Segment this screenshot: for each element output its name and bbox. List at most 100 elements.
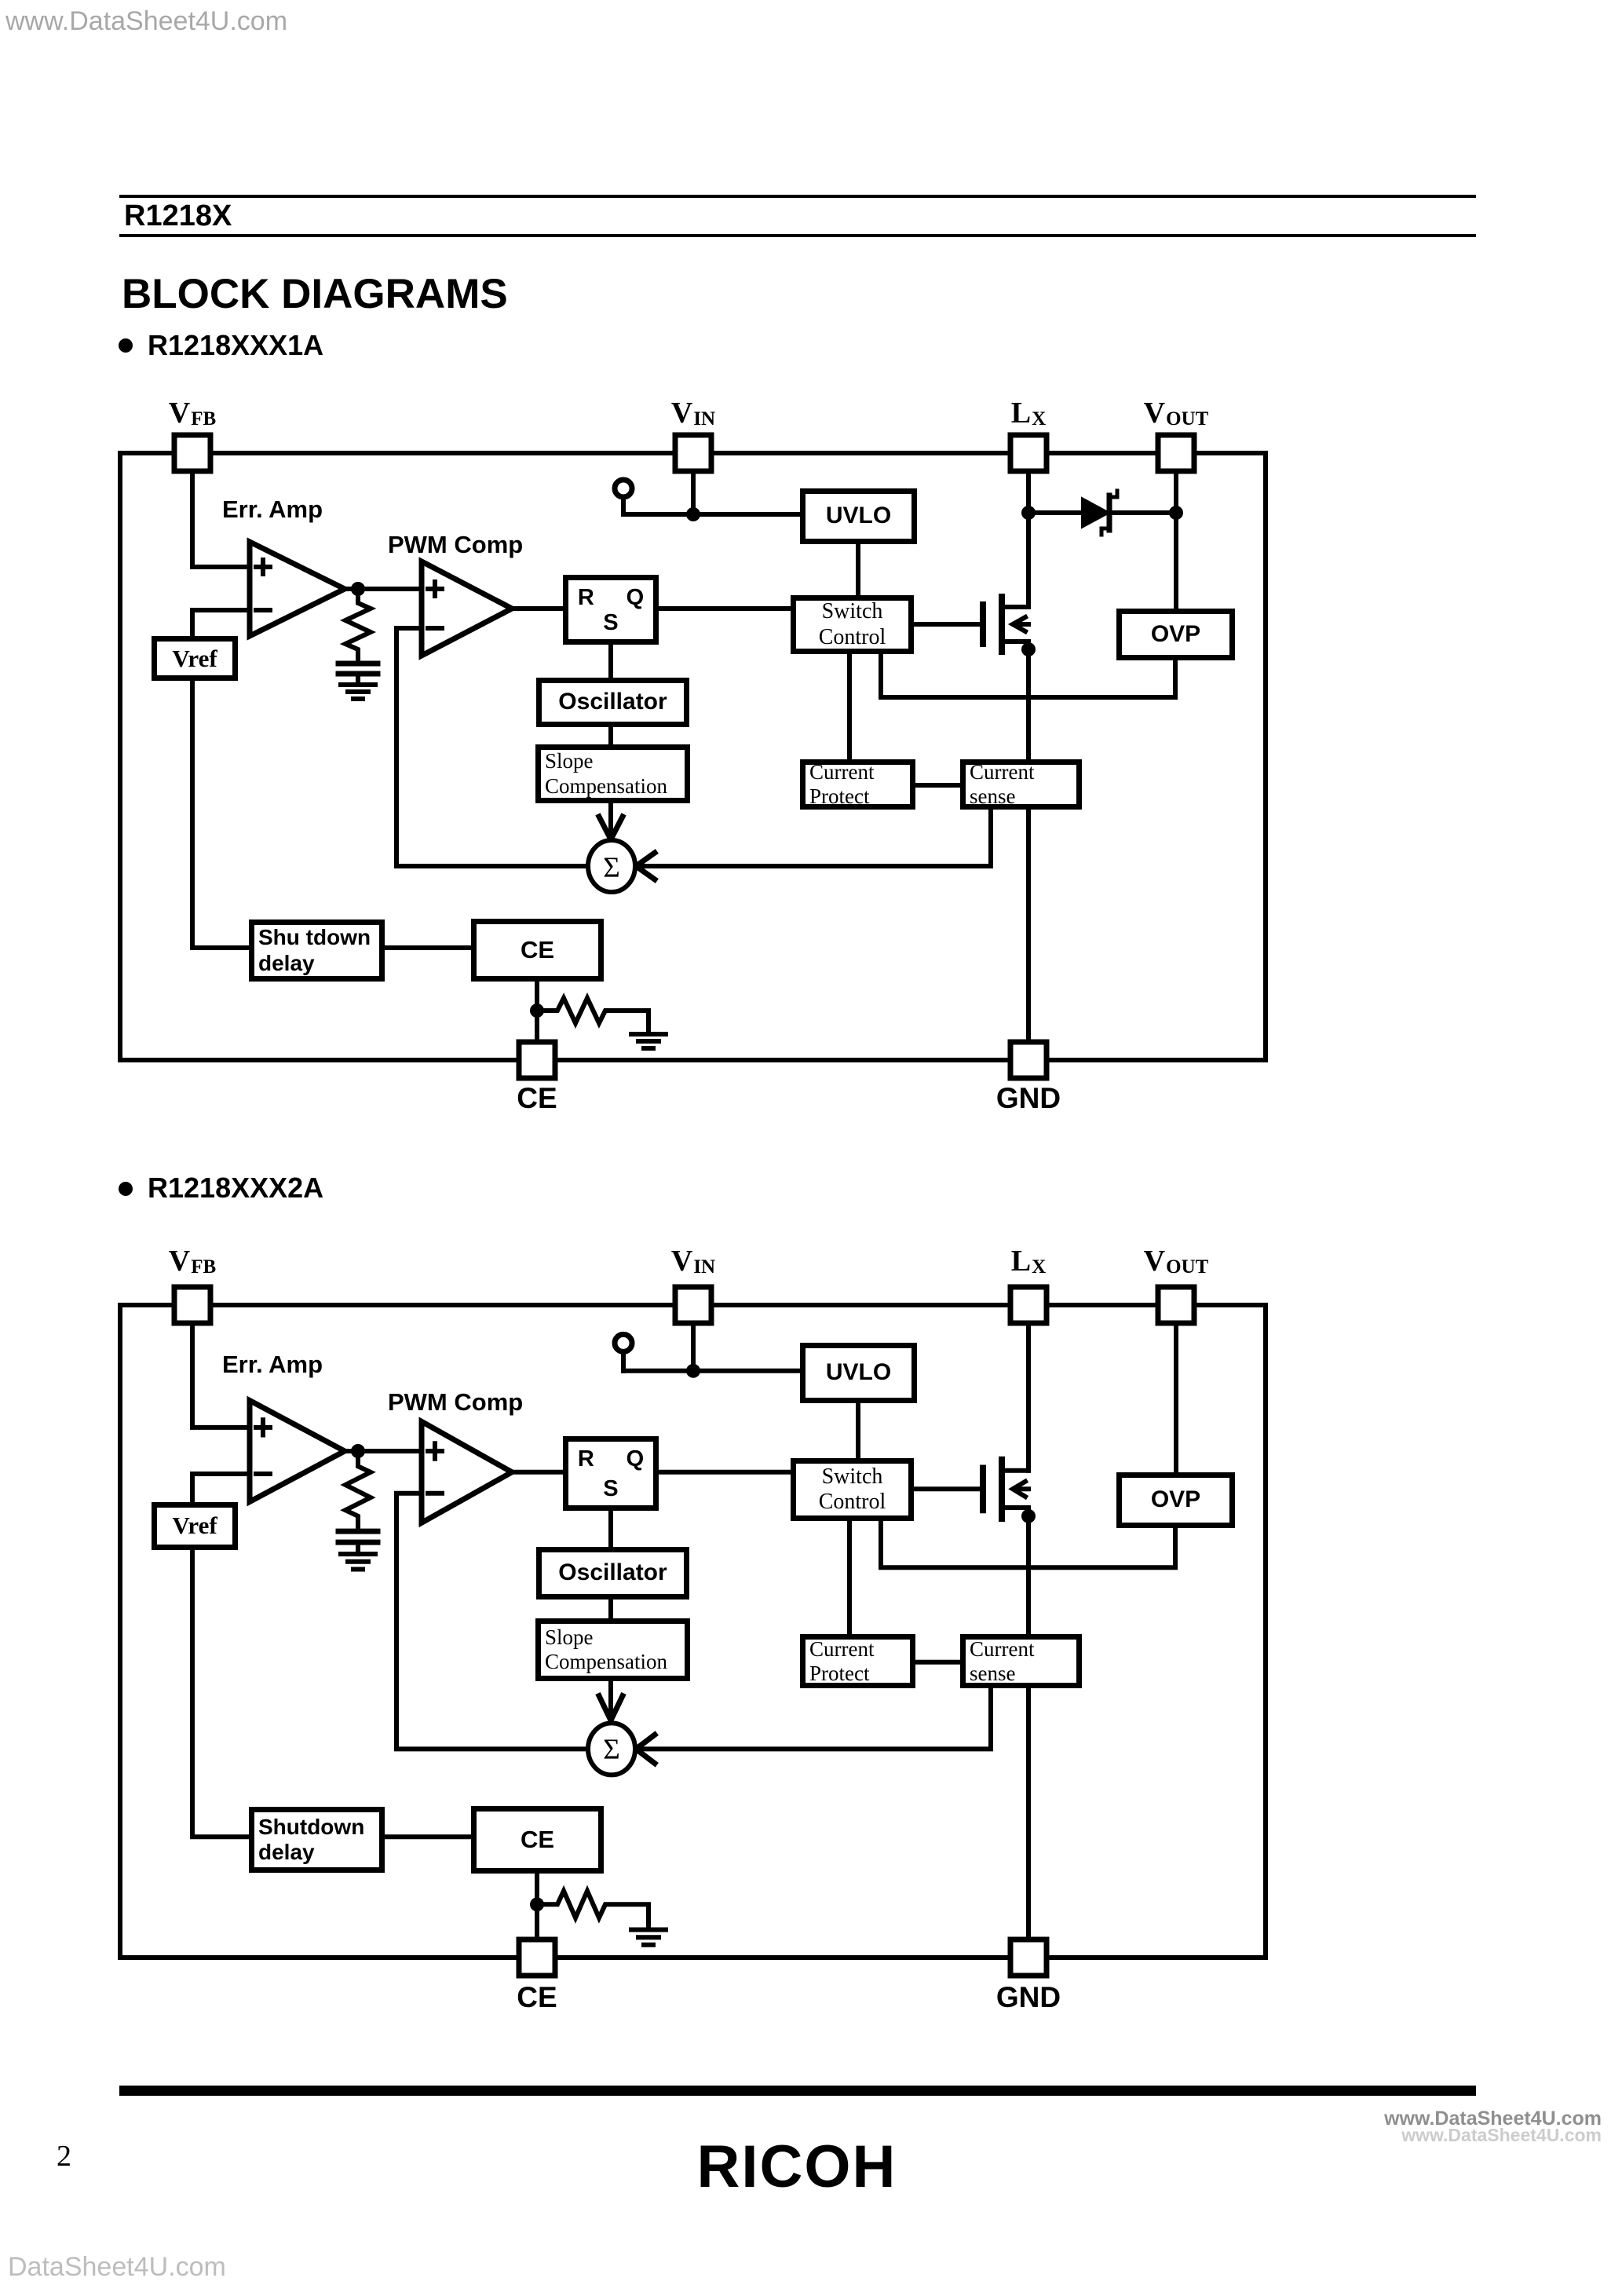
pin-vout [1155, 1284, 1197, 1326]
pin-label-gnd: GND [995, 1082, 1061, 1114]
block-label: Control [818, 1489, 886, 1514]
block-label: UVLO [825, 503, 892, 529]
junction-dot [686, 1363, 700, 1378]
block-label: Vref [172, 644, 217, 672]
block-label: Switch [821, 1464, 883, 1489]
resistor-icon [340, 1449, 376, 1534]
diode-part [1099, 526, 1112, 537]
arrowhead-down-icon [595, 1692, 627, 1727]
wire [635, 806, 993, 868]
sigma-label: Σ [603, 1734, 620, 1766]
mosfet-part [1007, 613, 1029, 635]
block-uvlo: UVLO [800, 1343, 917, 1403]
pin-label-gnd: GND [995, 1981, 1061, 2014]
pin-label-vin: VIN [627, 1244, 760, 1278]
bullet-dot [119, 1182, 133, 1196]
block-ce-block: CE [471, 1805, 604, 1874]
wire [190, 608, 252, 638]
block-uvlo: UVLO [800, 488, 917, 544]
pin-label-vout: VOUT [1109, 396, 1243, 430]
mosfet-part [1008, 1478, 1029, 1501]
pin-label-main: L [1010, 1244, 1032, 1278]
block-ovp: OVP [1116, 609, 1235, 660]
block-label: Compensation [545, 1650, 667, 1674]
section-title: BLOCK DIAGRAMS [122, 271, 508, 317]
wire [190, 469, 252, 569]
block-ovp: OVP [1116, 1472, 1235, 1528]
pin-vfb [171, 432, 214, 474]
pin-label-sub: FB [191, 408, 217, 430]
pin-vout [1155, 432, 1197, 474]
terminal-circle-icon [612, 1331, 635, 1355]
block-label: Oscillator [558, 1559, 667, 1586]
latch-label: Q [626, 585, 645, 610]
block-label: Current [809, 1636, 875, 1661]
doc-title: R1218X [124, 199, 232, 232]
page-number: 2 [57, 2140, 71, 2173]
pin-label-sub: X [1032, 1256, 1047, 1278]
pin-label-sub: IN [693, 1256, 716, 1278]
resistor-icon [535, 1885, 651, 1932]
latch-label: S [603, 609, 619, 635]
header-rule-top [119, 195, 1476, 198]
block-vref: Vref [152, 636, 238, 681]
diagram-bullet-label: R1218XXX1A [148, 329, 324, 361]
junction-dot [1169, 506, 1183, 520]
sigma-label: Σ [603, 852, 620, 884]
err-amp-label: Err. Amp [222, 495, 323, 523]
block-label: Slope [545, 1625, 594, 1650]
pin-label-ce: CE [517, 1082, 557, 1114]
pin-label-main: V [670, 1244, 693, 1278]
block-label: delay [258, 1840, 315, 1865]
pin-lx [1007, 1284, 1050, 1326]
wire [635, 1685, 993, 1752]
pin-label-lx: LX [962, 396, 1095, 430]
mosfet-icon [980, 1456, 1031, 1522]
latch-label: R [577, 1446, 594, 1472]
pin-label-sub: X [1032, 408, 1047, 430]
junction-dot [351, 582, 365, 596]
watermark-top: www.DataSheet4U.com [5, 6, 288, 36]
footer-site-link[interactable]: www.DataSheet4U.com [1384, 2108, 1602, 2130]
block-label: Current [970, 1636, 1035, 1661]
pin-label-main: L [1010, 397, 1032, 430]
junction-dot [1021, 642, 1036, 656]
block-label: Compensation [545, 773, 667, 798]
diode-part [1107, 488, 1120, 499]
watermark-bottom: DataSheet4U.com [8, 2252, 226, 2282]
block-label: Vref [172, 1512, 217, 1540]
diode-part [1081, 496, 1112, 529]
pin-label-lx: LX [962, 1244, 1095, 1278]
pin-label-main: V [1143, 397, 1166, 430]
block-label: Shu tdown [258, 925, 371, 950]
resistor-icon [535, 992, 651, 1036]
block-label: CE [520, 1825, 555, 1853]
block-label: sense [970, 1661, 1016, 1685]
block-label: sense [970, 784, 1016, 808]
wire [190, 1472, 252, 1504]
junction-dot [530, 1897, 544, 1912]
block-label: Protect [809, 784, 870, 808]
opamp-triangle [247, 537, 351, 641]
pin-label-sub: IN [693, 408, 716, 430]
err-amp-label: Err. Amp [222, 1351, 323, 1378]
wire [394, 1490, 590, 1752]
pin-label-main: V [168, 1244, 191, 1278]
pin-label-main: V [168, 397, 191, 430]
resistor-icon [339, 587, 377, 666]
junction-dot [686, 507, 700, 521]
diagram-bullet-label: R1218XXX2A [148, 1172, 324, 1205]
wire [190, 677, 253, 950]
sigma-node [586, 838, 637, 894]
bullet-dot [119, 338, 133, 353]
pwm-comp-label: PWM Comp [388, 531, 524, 558]
block-label: Switch [821, 599, 883, 624]
pin-label-vfb: VFB [126, 396, 259, 430]
